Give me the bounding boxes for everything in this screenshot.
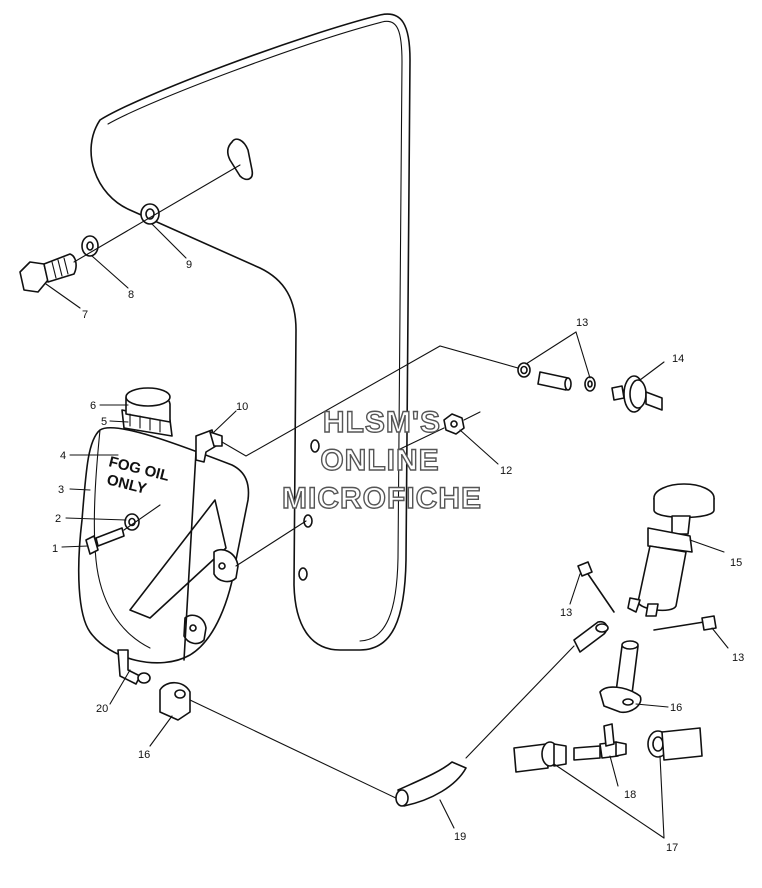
- mounting-panel: [90, 13, 411, 651]
- callout-19: 19: [454, 831, 466, 843]
- tank-mount-axis: [235, 520, 307, 567]
- pump-outlet-hose: [615, 640, 639, 695]
- tank-bolt-axis: [123, 504, 161, 531]
- callout-7: 7: [82, 309, 88, 321]
- panel-hole-upper: [310, 439, 320, 453]
- callout-16-tank: 16: [138, 749, 150, 761]
- callout-5: 5: [101, 416, 107, 428]
- tank-washer: [124, 513, 140, 531]
- callout-13-upper: 13: [576, 317, 588, 329]
- hose-clamp-left: [541, 741, 567, 767]
- vent-hose-short: [537, 371, 572, 391]
- callout-1: 1: [52, 543, 58, 555]
- watermark-line3: MICROFICHE: [282, 482, 482, 515]
- callout-9: 9: [186, 259, 192, 271]
- watermark-line2: ONLINE: [320, 444, 439, 477]
- callout-2: 2: [55, 513, 61, 525]
- tank-side-bracket: [129, 499, 227, 619]
- callout-14: 14: [672, 353, 684, 365]
- fuel-line-right: [661, 727, 703, 761]
- watermark-line1: HLSM'S: [323, 406, 441, 439]
- vent-clamp-right: [584, 376, 596, 392]
- bolt-axis-line: [73, 164, 241, 263]
- panel-hole-middle: [303, 514, 313, 528]
- tank-bolt: [85, 527, 125, 555]
- vent-clamp-left: [517, 362, 531, 378]
- feed-line-route-upper: [465, 645, 575, 759]
- check-valve: [611, 375, 663, 413]
- oil-tank: [77, 387, 250, 664]
- lower-fitting-left: [159, 681, 191, 721]
- tank-outlet-fitting: [117, 649, 151, 685]
- pump-clamp-right: [653, 615, 717, 631]
- callout-12: 12: [500, 465, 512, 477]
- callout-10: 10: [236, 401, 248, 413]
- tank-mount-tab: [213, 548, 239, 583]
- callout-13-pump-left: 13: [560, 607, 572, 619]
- callout-16-pump: 16: [670, 702, 682, 714]
- feed-line-route: [189, 699, 401, 801]
- vent-line-route: [221, 345, 526, 457]
- callout-8: 8: [128, 289, 134, 301]
- panel-hole-lower: [298, 567, 308, 581]
- callout-6: 6: [90, 400, 96, 412]
- hex-nut: [443, 413, 465, 435]
- tee-fitting: [573, 723, 627, 761]
- pump-clamp-left: [577, 561, 615, 613]
- callout-13-pump-right: 13: [732, 652, 744, 664]
- elbow-fitting: [195, 429, 223, 463]
- rubber-grommet: [140, 203, 160, 225]
- callout-3: 3: [58, 484, 64, 496]
- injection-pump: [627, 483, 715, 617]
- leader-lines: [45, 223, 729, 839]
- fuel-line-left: [513, 743, 549, 773]
- callout-20: 20: [96, 703, 108, 715]
- callout-17: 17: [666, 842, 678, 854]
- pump-inlet-hose: [573, 620, 609, 653]
- callout-4: 4: [60, 450, 66, 462]
- callout-15: 15: [730, 557, 742, 569]
- flat-washer: [81, 235, 99, 257]
- panel-slot-hole: [227, 138, 254, 181]
- nut-axis: [397, 411, 481, 451]
- callout-18: 18: [624, 789, 636, 801]
- feed-hose: [395, 761, 467, 807]
- pump-fitting-right: [599, 686, 642, 714]
- mount-bolt: [19, 253, 77, 293]
